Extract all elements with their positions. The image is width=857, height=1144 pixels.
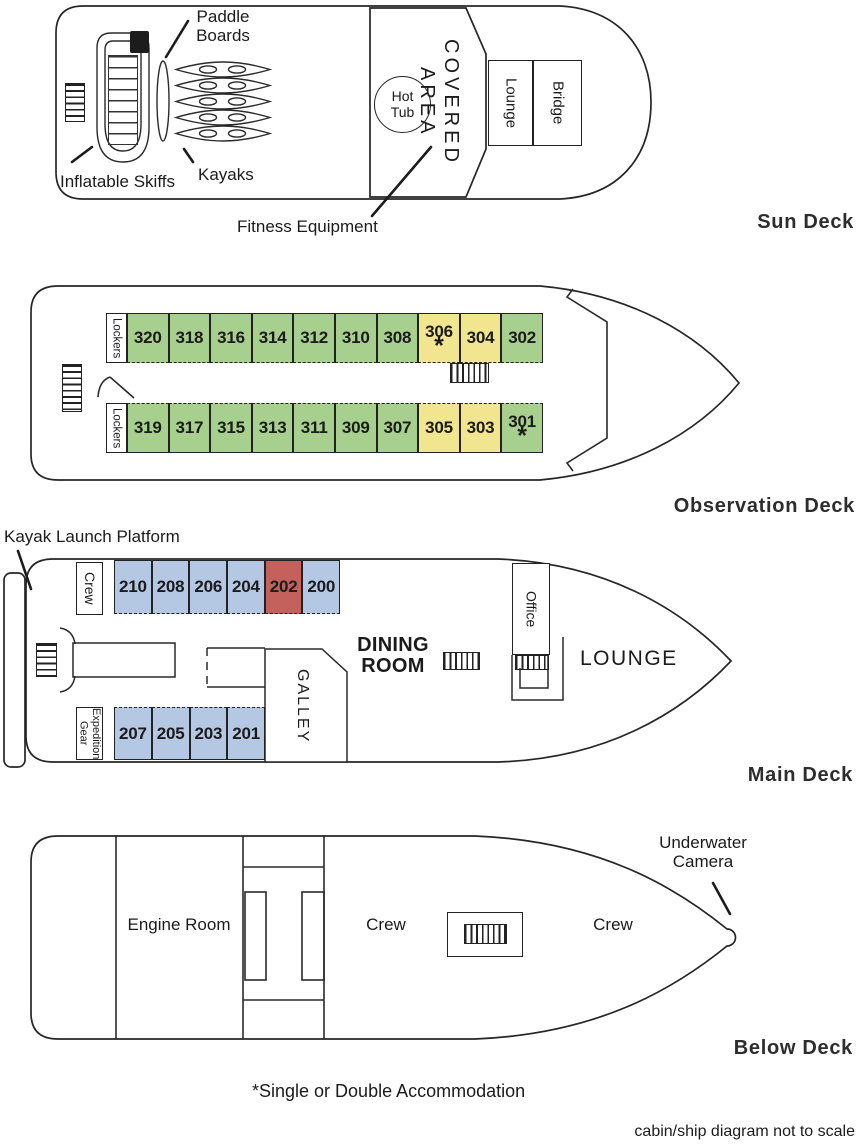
cabin-311: 311 — [293, 403, 335, 453]
cabin-308: 308 — [376, 313, 419, 363]
lounge-label: Lounge — [502, 77, 520, 129]
lockers-label: Lockers — [110, 407, 123, 449]
sun-deck-title: Sun Deck — [757, 211, 854, 233]
observation-cabin-row-top: Lockers 320 318 316 314 312 310 308 306*… — [106, 313, 543, 363]
accommodation-footnote: *Single or Double Accommodation — [252, 1081, 526, 1101]
office-label: Office — [523, 590, 540, 628]
observation-cabin-row-bottom: Lockers 319 317 315 313 311 309 307 305 … — [106, 403, 543, 453]
main-cabin-row-bottom: 207 205 203 201 — [114, 707, 265, 760]
main-cabin-row-top: 210 208 206 204 202 200 — [114, 560, 341, 614]
cabin-206: 206 — [189, 560, 228, 614]
cabin-313: 313 — [251, 403, 294, 453]
cabin-309: 309 — [334, 403, 377, 453]
fitness-equipment-pointer — [370, 145, 433, 218]
cabin-314: 314 — [251, 313, 294, 363]
cabin-315: 315 — [210, 403, 252, 453]
cabin-317: 317 — [168, 403, 211, 453]
expedition-gear-room: Expedition Gear — [76, 707, 103, 760]
corridor-structure — [72, 642, 176, 678]
cabin-305: 305 — [418, 403, 460, 453]
crew-room-main-deck: Crew — [76, 562, 103, 615]
cabin-207: 207 — [114, 707, 152, 760]
cabin-205: 205 — [151, 707, 190, 760]
lockers-bottom: Lockers — [106, 403, 127, 453]
cabin-307: 307 — [376, 403, 419, 453]
observation-deck-ladder-icon — [62, 364, 82, 412]
kayak-platform-pointer — [16, 549, 33, 591]
hot-tub-label: Hot Tub — [390, 88, 415, 120]
fitness-equipment-label: Fitness Equipment — [237, 217, 378, 236]
lockers-top: Lockers — [106, 313, 127, 363]
galley-outline — [264, 648, 348, 763]
cabin-202: 202 — [264, 560, 303, 614]
cabin-302: 302 — [501, 313, 543, 363]
paddle-boards-label: Paddle Boards — [196, 7, 250, 46]
dashed-room-solid-edges — [207, 647, 265, 688]
cabin-208: 208 — [151, 560, 190, 614]
underwater-camera-pointer — [711, 881, 732, 916]
main-deck-title: Main Deck — [747, 764, 853, 786]
bridge-room: Bridge — [533, 60, 582, 146]
sun-deck-ladder-icon — [65, 83, 85, 122]
lounge-label-main-deck: LOUNGE — [580, 647, 678, 670]
sun-deck-hull — [55, 5, 652, 200]
crew-forward-label: Crew — [593, 915, 633, 934]
cabin-304: 304 — [459, 313, 502, 363]
office-stairs-icon — [515, 655, 549, 670]
locker-door-swing — [97, 376, 135, 399]
bow-chevron — [565, 288, 608, 472]
cabin-301: 301* — [501, 403, 543, 453]
cabin-303: 303 — [459, 403, 502, 453]
kayaks-label: Kayaks — [198, 165, 254, 184]
underwater-camera-label: Underwater Camera — [659, 833, 747, 872]
inflatable-skiffs-pointer — [70, 145, 94, 164]
cabin-204: 204 — [227, 560, 265, 614]
cabin-310: 310 — [334, 313, 377, 363]
dining-room-label: DINING ROOM — [357, 634, 429, 677]
crew-label: Crew — [81, 572, 98, 605]
cabin-200: 200 — [302, 560, 341, 614]
below-deck-title: Below Deck — [733, 1037, 853, 1059]
machinery-left — [244, 891, 267, 981]
paddle-board — [156, 60, 170, 142]
paddle-boards-pointer — [164, 19, 190, 59]
hot-tub: Hot Tub — [374, 76, 431, 133]
bridge-label: Bridge — [549, 81, 567, 125]
engine-room-label: Engine Room — [127, 915, 231, 934]
corridor-door-swings — [59, 627, 76, 693]
cabin-318: 318 — [168, 313, 211, 363]
galley-label: GALLEY — [294, 668, 311, 744]
observation-deck-title: Observation Deck — [673, 495, 855, 517]
cabin-316: 316 — [210, 313, 252, 363]
machinery-right — [301, 891, 325, 981]
cabin-312: 312 — [293, 313, 335, 363]
kayaks-pointer — [182, 147, 195, 164]
cabin-306: 306* — [418, 313, 460, 363]
expedition-gear-label: Expedition Gear — [77, 707, 103, 760]
main-deck-ladder-icon — [36, 643, 57, 677]
below-deck-stairs-icon — [464, 924, 507, 944]
lockers-label: Lockers — [110, 317, 123, 359]
kayak-launch-platform — [3, 572, 26, 768]
dining-room-stairs-icon — [443, 652, 480, 670]
observation-deck-stairs-icon — [450, 363, 489, 383]
crew-aft-label: Crew — [366, 915, 406, 934]
not-to-scale-note: cabin/ship diagram not to scale — [634, 1123, 855, 1140]
cabin-319: 319 — [127, 403, 169, 453]
below-deck-hull — [30, 835, 737, 1040]
cabin-210: 210 — [114, 560, 152, 614]
inflatable-skiffs-label: Inflatable Skiffs — [60, 172, 175, 191]
kayaks-group — [173, 61, 273, 142]
cabin-320: 320 — [127, 313, 169, 363]
kayak-launch-platform-label: Kayak Launch Platform — [4, 527, 180, 546]
skiff-floorboards-icon — [108, 55, 138, 145]
office-room: Office — [512, 563, 550, 655]
covered-area-label: COVERED AREA — [416, 39, 462, 166]
outboard-motor-icon — [130, 31, 149, 53]
cabin-201: 201 — [227, 707, 265, 760]
cabin-203: 203 — [189, 707, 228, 760]
lounge-room-sun-deck: Lounge — [488, 60, 533, 146]
